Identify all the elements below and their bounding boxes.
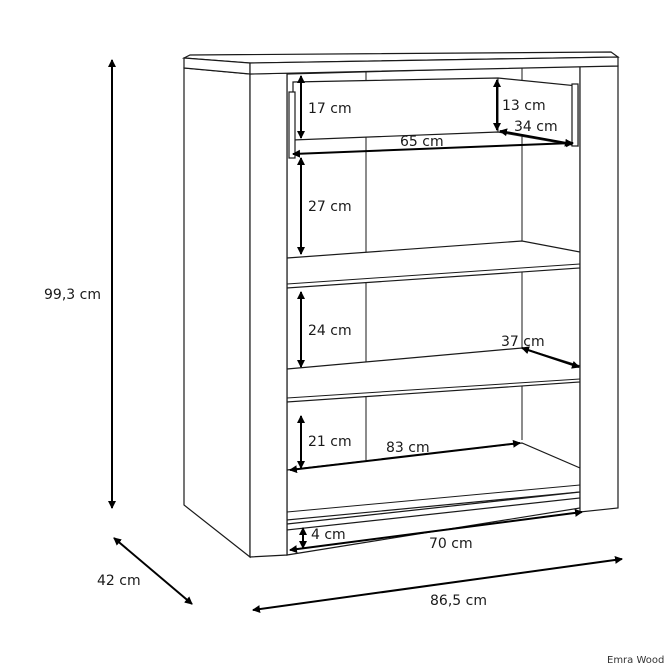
depth-label: 42 cm [97,573,141,589]
product-name: Emra Wood [607,655,664,666]
drawer-depth-label: 34 cm [514,119,558,135]
plinth-width-arrow [289,508,583,554]
height-label: 99,3 cm [44,287,101,303]
drawer-runner-right [571,83,579,147]
cabinet-body [181,51,620,559]
dimension-arrows [108,59,623,614]
drawer-width-arrow [292,139,574,158]
plinth-width-label: 70 cm [429,536,473,552]
dimension-labels: 99,3 cm 42 cm 86,5 cm 17 cm 13 cm 34 cm … [44,98,664,666]
width-label: 86,5 cm [430,593,487,609]
width-arrow [252,555,623,614]
drawer-inner-height-label: 13 cm [502,98,546,114]
drawer-height-label: 17 cm [308,101,352,117]
shelf2-height-label: 24 cm [308,323,352,339]
plinth-height-label: 4 cm [311,527,346,543]
left-front-pillar [249,72,288,558]
shelf-depth-arrow [521,346,580,369]
shelf-depth-label: 37 cm [501,334,545,350]
right-front-pillar [579,65,619,513]
drawer-runner-left [288,91,296,159]
inner-width-label: 83 cm [386,440,430,456]
inner-width-arrow [289,439,521,474]
shelf1-height-label: 27 cm [308,199,352,215]
left-side-panel [183,67,251,559]
top-front-edge [249,56,619,75]
drawer-width-label: 65 cm [400,134,444,150]
shelf3-height-label: 21 cm [308,434,352,450]
depth-arrow [113,537,193,605]
